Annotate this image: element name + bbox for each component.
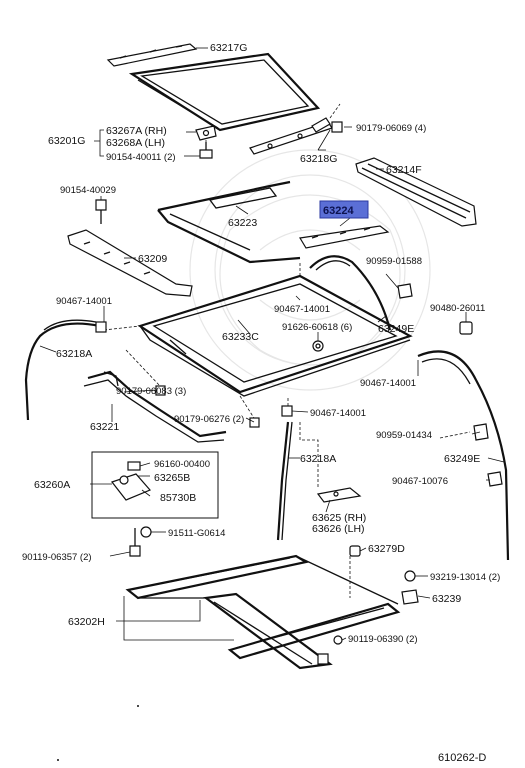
- label-90119-06390: 90119-06390 (2): [348, 634, 418, 645]
- label-63249E-upper: 63249E: [378, 323, 414, 335]
- drain-hose-63218A-center[interactable]: [276, 421, 293, 541]
- label-90467-14001-lower: 90467-14001: [310, 408, 366, 419]
- label-90154-40011: 90154-40011 (2): [106, 152, 176, 163]
- clip-90179-06276[interactable]: [249, 417, 260, 428]
- wind-deflector-63214F[interactable]: [355, 157, 477, 227]
- label-90959-01434: 90959-01434: [376, 430, 432, 441]
- sunshade-63223[interactable]: [157, 180, 301, 264]
- label-85730B: 85730B: [160, 492, 196, 504]
- label-91626-60618: 91626-60618 (6): [282, 322, 352, 333]
- leader-lines: [39, 126, 505, 641]
- label-90480-26011: 90480-26011: [430, 303, 485, 314]
- clip-90179-06069[interactable]: [331, 121, 343, 133]
- motor-assembly-box: [91, 451, 219, 519]
- motor-63265B[interactable]: [111, 461, 152, 501]
- label-90467-14001-left: 90467-14001: [56, 296, 112, 307]
- grommet-90480-26011[interactable]: [459, 321, 473, 335]
- label-63279D: 63279D: [368, 543, 405, 555]
- label-63223: 63223: [228, 217, 257, 229]
- label-96160-00400: 96160-00400: [154, 459, 210, 470]
- label-63260A: 63260A: [34, 479, 70, 491]
- bracket-63625[interactable]: [316, 487, 362, 503]
- drive-cable-63221[interactable]: [83, 370, 227, 443]
- bolt-90154-40011[interactable]: [199, 142, 213, 159]
- label-63217G: 63217G: [210, 42, 247, 54]
- glass-panel-assembly[interactable]: [106, 43, 321, 132]
- label-63268A: 63268A (LH): [106, 137, 165, 149]
- label-90467-10076: 90467-10076: [392, 476, 448, 487]
- clamp-90959-01588[interactable]: [397, 283, 413, 299]
- highlight-63224: [319, 200, 369, 219]
- clamp-90959-01434[interactable]: [473, 423, 489, 441]
- clip-90467-10076[interactable]: [487, 471, 503, 487]
- nut-91626-60618[interactable]: [312, 340, 324, 352]
- cushion-63279D[interactable]: [349, 545, 361, 557]
- label-63625: 63625 (RH): [312, 512, 366, 524]
- label-63224-highlighted[interactable]: 63224: [323, 205, 354, 217]
- screw-93219-13014[interactable]: [404, 570, 416, 582]
- label-63218G: 63218G: [300, 153, 337, 165]
- label-63239: 63239: [432, 593, 461, 605]
- label-63221: 63221: [90, 421, 119, 433]
- drain-hose-63218A-left[interactable]: [24, 319, 107, 421]
- label-90154-40029: 90154-40029: [60, 185, 116, 196]
- label-91511-G0614: 91511-G0614: [168, 528, 225, 539]
- drain-hose-63249E-front[interactable]: [309, 255, 392, 331]
- clip-90179-06083[interactable]: [155, 385, 166, 396]
- label-90119-06357: 90119-06357 (2): [22, 552, 92, 563]
- label-90179-06083: 90179-06083 (3): [116, 386, 186, 397]
- sunroof-frame-63233C[interactable]: [137, 274, 413, 397]
- label-90179-06276: 90179-06276 (2): [174, 414, 244, 425]
- label-90467-14001-mid: 90467-14001: [274, 304, 330, 315]
- label-63202H: 63202H: [68, 616, 105, 628]
- label-63214F: 63214F: [386, 164, 422, 176]
- bolt-90154-40029[interactable]: [95, 199, 107, 224]
- label-63626: 63626 (LH): [312, 523, 365, 535]
- label-63267A: 63267A (RH): [106, 125, 167, 137]
- bracket-63239[interactable]: [401, 589, 419, 605]
- label-63201G: 63201G: [48, 135, 85, 147]
- housing-frame-63202H[interactable]: [125, 554, 401, 670]
- label-63249E-lower: 63249E: [444, 453, 480, 465]
- deflector-strip-63218G[interactable]: [249, 117, 333, 155]
- drain-hose-63249E-rear[interactable]: [417, 350, 510, 561]
- bolt-91511-G0614[interactable]: [140, 526, 152, 538]
- label-90467-14001-right: 90467-14001: [360, 378, 416, 389]
- glass-bracket[interactable]: [195, 125, 217, 141]
- housing-rail-63209[interactable]: [67, 229, 193, 297]
- label-90179-06069: 90179-06069 (4): [356, 123, 426, 134]
- label-63218A-center: 63218A: [300, 453, 336, 465]
- clip-90467-14001-center[interactable]: [281, 405, 293, 417]
- diagram-code: 610262-D: [438, 752, 486, 764]
- label-93219-13014: 93219-13014 (2): [430, 572, 500, 583]
- label-63218A-left: 63218A: [56, 348, 92, 360]
- label-90959-01588: 90959-01588: [366, 256, 422, 267]
- label-63209: 63209: [138, 253, 167, 265]
- bolt-90119-06357[interactable]: [129, 528, 141, 557]
- label-63233C: 63233C: [222, 331, 259, 343]
- shade-trim-63224[interactable]: [299, 225, 390, 249]
- bolt-90119-06390[interactable]: [317, 635, 343, 665]
- label-63265B: 63265B: [154, 472, 190, 484]
